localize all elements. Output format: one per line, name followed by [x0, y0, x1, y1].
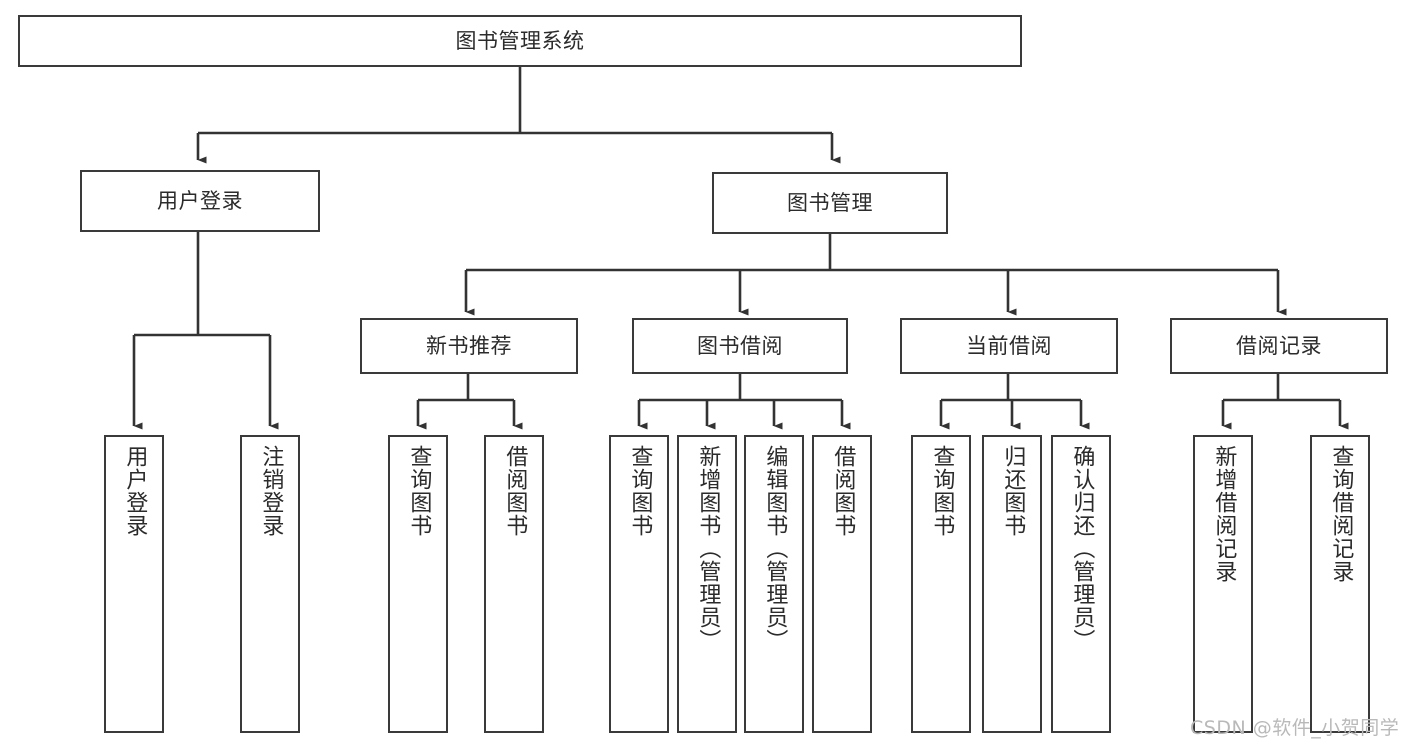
node-book-borrow-label: 图书借阅	[697, 333, 783, 358]
leaf-current-return-book[interactable]: 归还图书	[982, 435, 1042, 733]
node-borrow-record-label: 借阅记录	[1236, 333, 1322, 358]
leaf-current-return-book-label: 归还图书	[1000, 445, 1026, 537]
node-user-login-label: 用户登录	[157, 188, 243, 213]
node-new-book-recommend[interactable]: 新书推荐	[360, 318, 578, 374]
leaf-borrow-borrow-book-label: 借阅图书	[830, 445, 856, 537]
csdn-watermark: CSDN @软件_小贺同学	[1190, 717, 1400, 739]
leaf-borrow-edit-book-label: 编辑图书（管理员）	[762, 445, 788, 652]
node-current-borrow-label: 当前借阅	[966, 333, 1052, 358]
node-book-management-label: 图书管理	[787, 190, 873, 215]
leaf-borrow-query-book[interactable]: 查询图书	[609, 435, 669, 733]
node-user-login[interactable]: 用户登录	[80, 170, 320, 232]
leaf-new-book-query[interactable]: 查询图书	[388, 435, 448, 733]
leaf-current-confirm-return-label: 确认归还（管理员）	[1069, 445, 1095, 652]
node-new-book-recommend-label: 新书推荐	[426, 333, 512, 358]
leaf-new-book-borrow[interactable]: 借阅图书	[484, 435, 544, 733]
leaf-new-book-borrow-label: 借阅图书	[502, 445, 528, 537]
leaf-user-login-signin[interactable]: 用户登录	[104, 435, 164, 733]
leaf-current-confirm-return[interactable]: 确认归还（管理员）	[1051, 435, 1111, 733]
leaf-borrow-add-book-label: 新增图书（管理员）	[695, 445, 721, 652]
leaf-record-add-label: 新增借阅记录	[1211, 445, 1237, 583]
node-root[interactable]: 图书管理系统	[18, 15, 1022, 67]
leaf-current-query-book-label: 查询图书	[929, 445, 955, 537]
leaf-borrow-add-book[interactable]: 新增图书（管理员）	[677, 435, 737, 733]
node-book-management[interactable]: 图书管理	[712, 172, 948, 234]
node-root-label: 图书管理系统	[455, 28, 585, 53]
leaf-user-login-signin-label: 用户登录	[122, 445, 148, 537]
leaf-record-query-label: 查询借阅记录	[1328, 445, 1354, 583]
leaf-record-query[interactable]: 查询借阅记录	[1310, 435, 1370, 733]
leaf-borrow-query-book-label: 查询图书	[627, 445, 653, 537]
leaf-user-login-signout[interactable]: 注销登录	[240, 435, 300, 733]
node-borrow-record[interactable]: 借阅记录	[1170, 318, 1388, 374]
leaf-borrow-edit-book[interactable]: 编辑图书（管理员）	[744, 435, 804, 733]
leaf-new-book-query-label: 查询图书	[406, 445, 432, 537]
leaf-current-query-book[interactable]: 查询图书	[911, 435, 971, 733]
node-current-borrow[interactable]: 当前借阅	[900, 318, 1118, 374]
leaf-user-login-signout-label: 注销登录	[258, 445, 284, 537]
leaf-borrow-borrow-book[interactable]: 借阅图书	[812, 435, 872, 733]
leaf-record-add[interactable]: 新增借阅记录	[1193, 435, 1253, 733]
node-book-borrow[interactable]: 图书借阅	[632, 318, 848, 374]
